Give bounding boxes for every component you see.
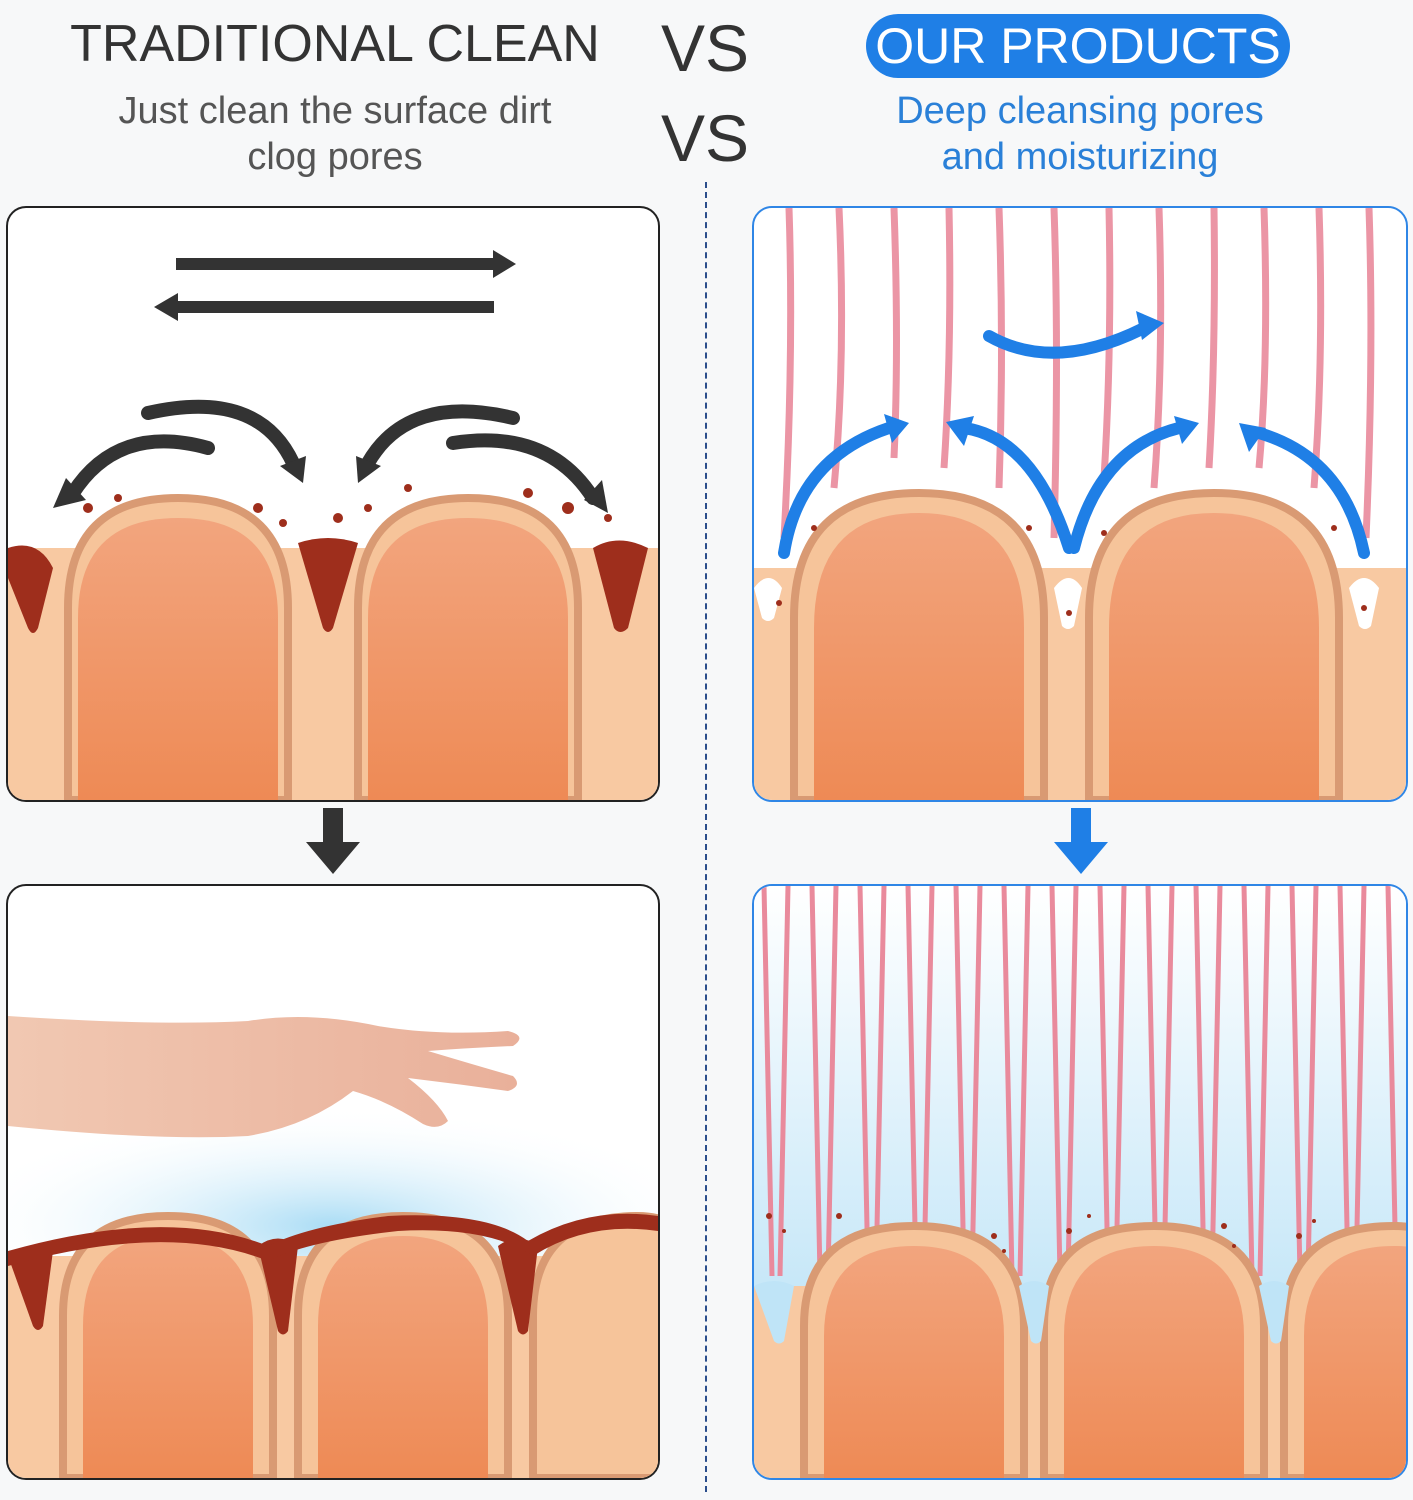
skin-bumps: [64, 493, 582, 800]
bristle-line: [809, 886, 823, 1277]
hand-image: [8, 1016, 520, 1138]
product-result-illustration: [754, 886, 1406, 1478]
arrow-down-icon: [1054, 808, 1108, 874]
arrow-down-icon: [306, 808, 360, 874]
bristle-line: [1065, 886, 1079, 1277]
bristle-line: [1353, 886, 1367, 1277]
bristle-line: [761, 886, 775, 1277]
panel-product-result: [752, 884, 1408, 1480]
vs-label-top: VS: [660, 11, 750, 85]
left-subtitle-line2: clog pores: [247, 136, 423, 178]
bristle-line: [1113, 886, 1127, 1277]
center-divider: [705, 182, 707, 1492]
bristle-line: [1337, 886, 1351, 1277]
right-subtitle: Deep cleansing pores and moisturizing: [780, 88, 1380, 180]
right-subtitle-line2: and moisturizing: [941, 136, 1219, 178]
bristle-line: [1209, 886, 1223, 1277]
bristle-line: [1001, 886, 1015, 1277]
bristle-line: [825, 886, 839, 1277]
bristle-line: [1097, 886, 1111, 1277]
bristle-line: [1193, 886, 1207, 1277]
bristle-line: [873, 886, 887, 1277]
surface-dirt: [8, 1213, 658, 1335]
bristle-line: [1257, 886, 1271, 1277]
hand-wash-illustration: [8, 1016, 658, 1478]
panel-traditional-hand-wash: [6, 884, 660, 1480]
right-title: OUR PRODUCTS: [875, 18, 1281, 74]
right-subtitle-line1: Deep cleansing pores: [896, 90, 1264, 132]
bristle-line: [1241, 886, 1255, 1277]
panel-traditional-scrub: [6, 206, 660, 802]
bristle-line: [1049, 886, 1063, 1277]
bristle-line: [969, 886, 983, 1277]
extraction-arrows: [778, 322, 1370, 559]
brush-bristles: [780, 208, 1375, 539]
product-deep-clean-illustration: [754, 208, 1406, 800]
bristle-line: [1289, 886, 1303, 1277]
scrub-arrows: [154, 250, 516, 321]
bristle-line: [857, 886, 871, 1277]
skin-bumps: [800, 1221, 1406, 1478]
left-title: TRADITIONAL CLEAN: [70, 15, 600, 73]
skin-bumps: [790, 488, 1343, 800]
skin-bumps: [59, 1211, 658, 1478]
bristle-line: [1305, 886, 1319, 1277]
bristle-line: [953, 886, 967, 1277]
vs-label-bottom: VS: [660, 101, 750, 175]
right-title-pill: OUR PRODUCTS: [866, 14, 1290, 78]
panel-product-deep-clean: [752, 206, 1408, 802]
traditional-scrub-illustration: [8, 250, 658, 800]
left-subtitle: Just clean the surface dirt clog pores: [40, 88, 630, 180]
bristle-line: [1017, 886, 1031, 1277]
clogged-pores: [8, 484, 648, 633]
curved-arrows: [66, 399, 600, 505]
left-subtitle-line1: Just clean the surface dirt: [118, 90, 552, 132]
bristle-line: [777, 886, 791, 1277]
